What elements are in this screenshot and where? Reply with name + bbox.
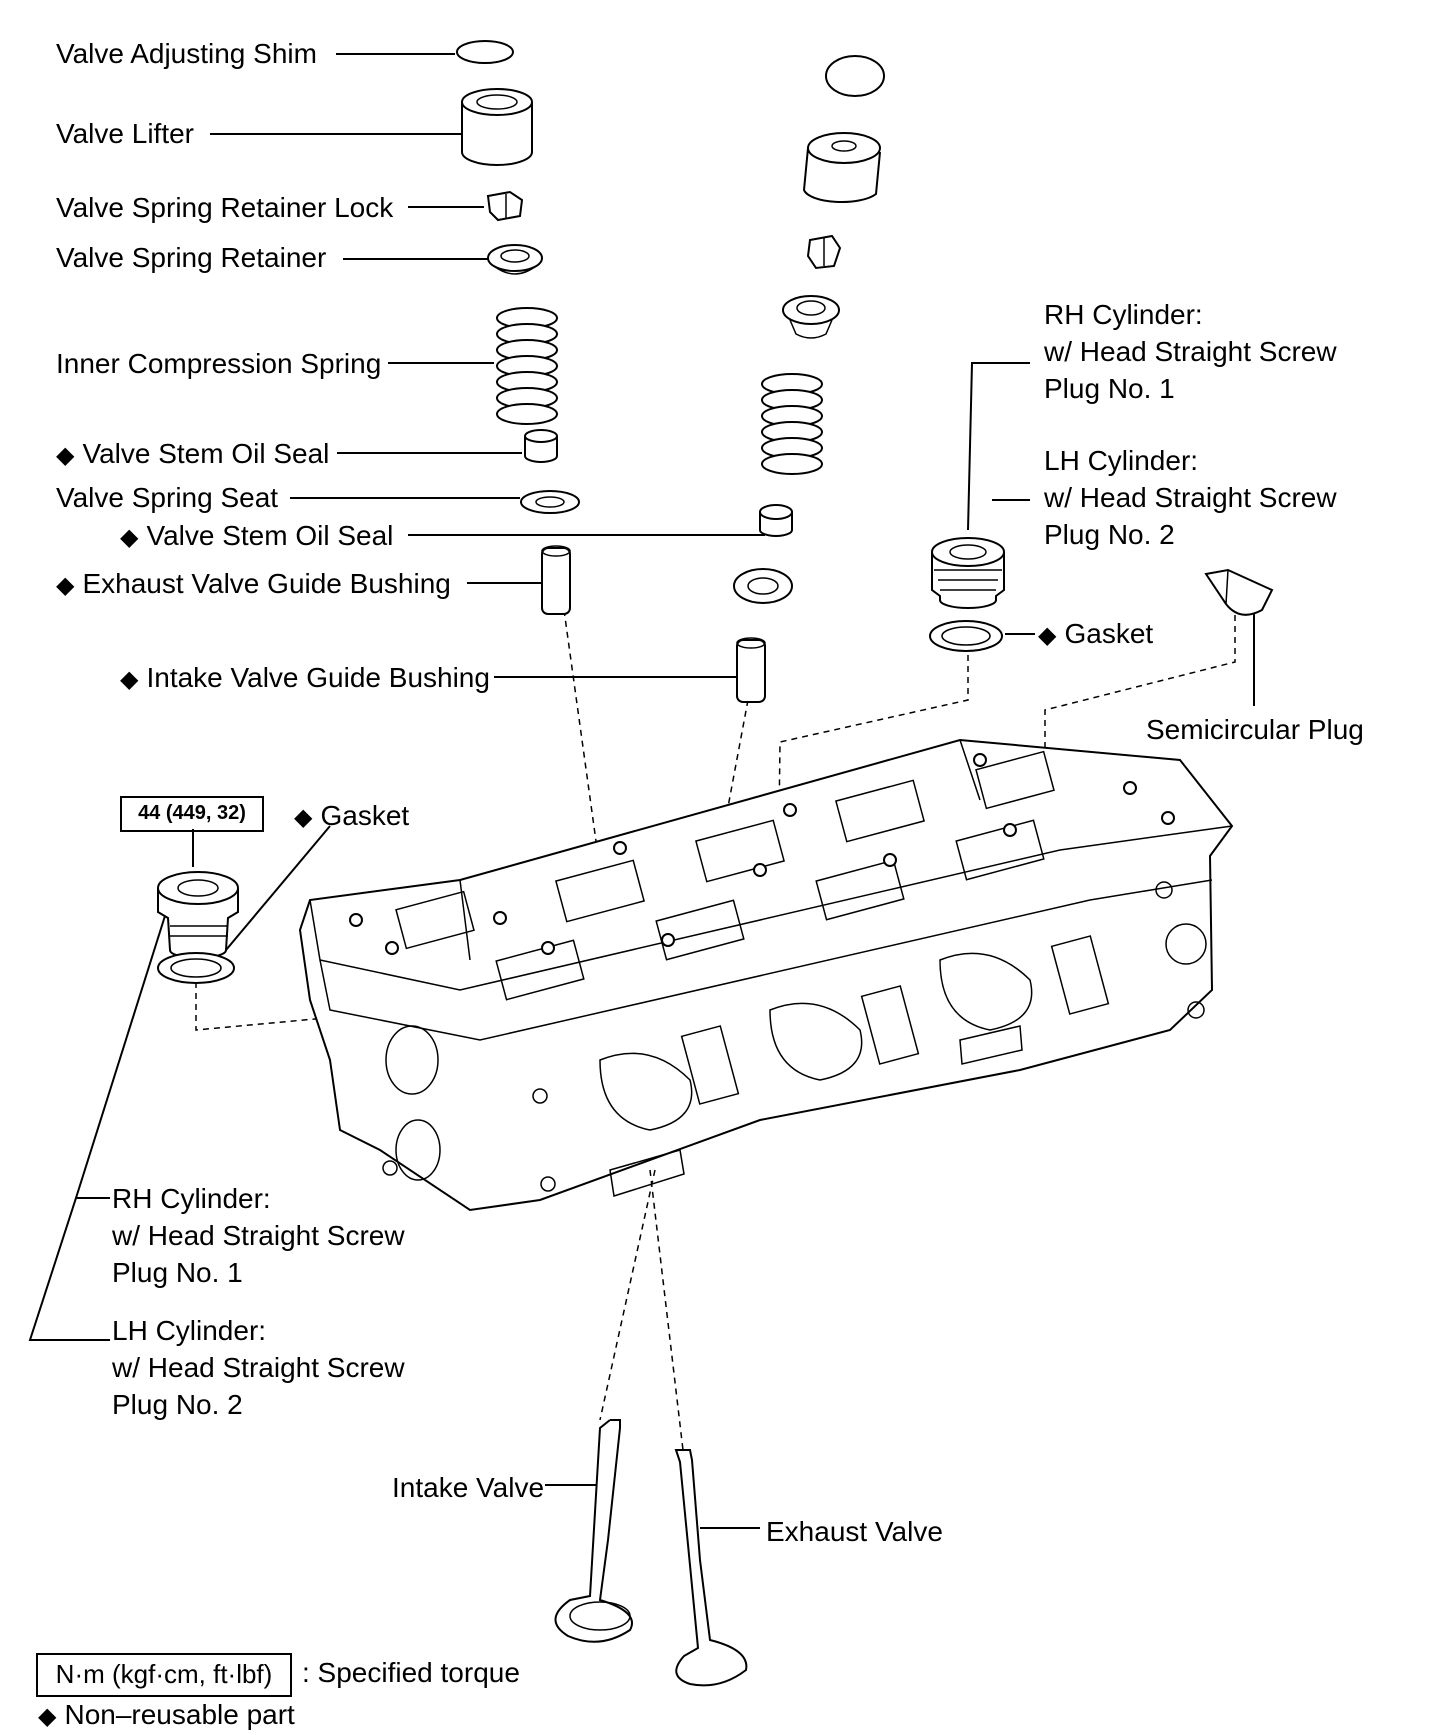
non-reusable-diamond-icon: ◆: [56, 442, 75, 469]
valve-lifter-left: [461, 88, 533, 166]
retainer-lock-left: [486, 190, 524, 222]
legend-torque-unit: N·m (kgf·cm, ft·lbf): [36, 1653, 292, 1697]
label-rh-cylinder-top: RH Cylinder: w/ Head Straight Screw Plug…: [1044, 299, 1337, 404]
label-semicircular-plug: Semicircular Plug: [1146, 714, 1364, 745]
leader-lines: [28, 53, 1255, 1529]
valve-adjusting-shim-left: [456, 40, 514, 64]
label-exhaust-valve-guide-bushing: ◆Exhaust Valve Guide Bushing: [56, 568, 451, 599]
legend-non-reusable: ◆Non–reusable part: [38, 1699, 295, 1730]
label-rh-cylinder-bottom: RH Cylinder: w/ Head Straight Screw Plug…: [112, 1183, 405, 1288]
spring-retainer-right: [782, 295, 840, 339]
label-valve-spring-retainer-lock: Valve Spring Retainer Lock: [56, 192, 394, 223]
label-gasket-left: ◆Gasket: [294, 800, 410, 831]
label-intake-valve-guide-bushing: ◆Intake Valve Guide Bushing: [120, 662, 490, 693]
non-reusable-diamond-icon: ◆: [56, 572, 75, 599]
torque-spec-box: 44 (449, 32): [120, 796, 264, 832]
retainer-lock-right: [806, 234, 842, 270]
label-gasket-right: ◆Gasket: [1038, 618, 1154, 649]
exhaust-valve: [674, 1449, 748, 1687]
label-exhaust-valve: Exhaust Valve: [766, 1516, 943, 1547]
inner-compression-spring-left: [496, 307, 558, 425]
label-lh-cylinder-top: LH Cylinder: w/ Head Straight Screw Plug…: [1044, 445, 1337, 550]
inner-compression-spring-right: [761, 373, 823, 475]
non-reusable-diamond-icon: ◆: [38, 1703, 57, 1730]
spring-retainer-left: [487, 244, 543, 275]
label-valve-spring-retainer: Valve Spring Retainer: [56, 242, 327, 273]
valve-spring-seat-left: [520, 490, 580, 514]
label-valve-spring-seat: Valve Spring Seat: [56, 482, 279, 513]
gasket-left: [157, 952, 235, 984]
label-valve-lifter: Valve Lifter: [56, 118, 194, 149]
semicircular-plug: [1204, 568, 1274, 616]
valve-spring-seat-right: [733, 568, 793, 604]
non-reusable-diamond-icon: ◆: [120, 524, 139, 551]
non-reusable-diamond-icon: ◆: [294, 804, 313, 831]
screw-plug-left: [157, 871, 239, 959]
non-reusable-diamond-icon: ◆: [1038, 622, 1057, 649]
valve-lifter-right: [802, 132, 881, 204]
label-intake-valve: Intake Valve: [392, 1472, 545, 1503]
valve-stem-oil-seal-right: [759, 504, 793, 537]
label-valve-stem-oil-seal-2: ◆Valve Stem Oil Seal: [120, 520, 394, 551]
valve-stem-oil-seal-left: [524, 429, 558, 463]
label-inner-compression-spring: Inner Compression Spring: [56, 348, 382, 379]
gasket-right: [929, 620, 1003, 652]
screw-plug-right: [931, 537, 1005, 609]
label-lh-cylinder-bottom: LH Cylinder: w/ Head Straight Screw Plug…: [112, 1315, 405, 1420]
label-valve-stem-oil-seal-1: ◆Valve Stem Oil Seal: [56, 438, 330, 469]
cylinder-head: [298, 738, 1234, 1212]
non-reusable-diamond-icon: ◆: [120, 666, 139, 693]
intake-valve: [554, 1419, 633, 1643]
exhaust-guide-bushing: [541, 545, 571, 615]
legend-torque-text: : Specified torque: [302, 1657, 520, 1688]
label-valve-adjusting-shim: Valve Adjusting Shim: [56, 38, 317, 69]
valve-adjusting-shim-right: [825, 55, 885, 97]
intake-guide-bushing: [736, 637, 766, 703]
